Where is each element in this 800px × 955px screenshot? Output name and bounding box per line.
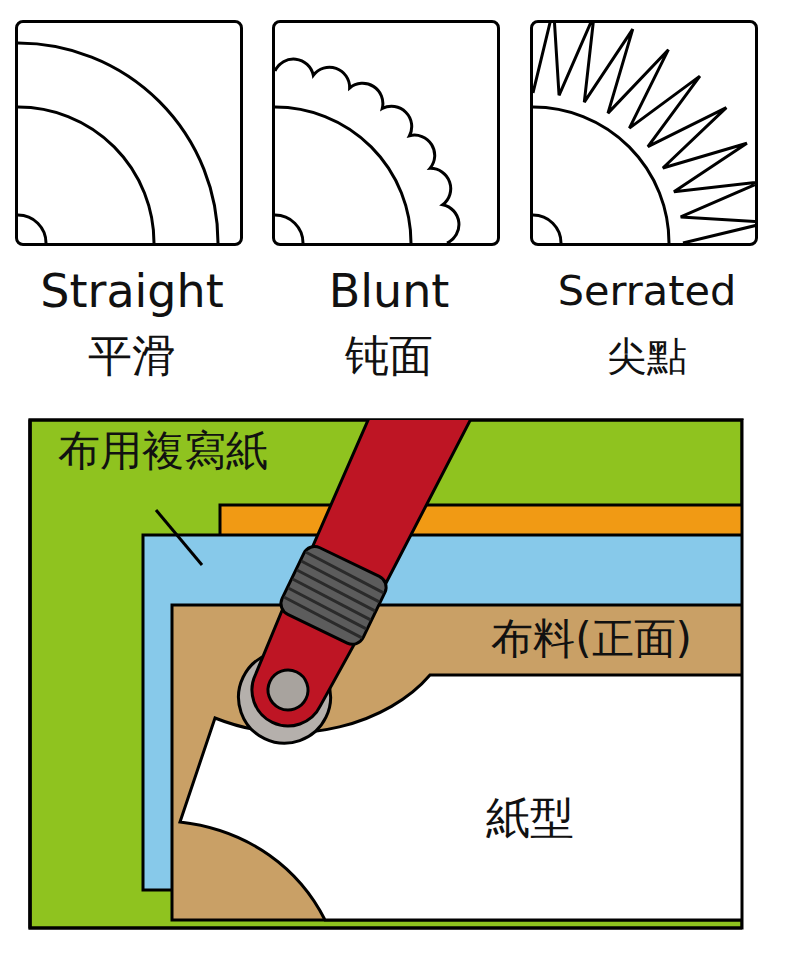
wheel-body-arc: [275, 107, 411, 243]
type-name: Straight: [0, 261, 286, 321]
orange-sheet: [220, 505, 760, 537]
wheel-hub-arc: [533, 215, 561, 243]
pattern-region: 紙型: [180, 675, 740, 920]
right-margin: [742, 420, 800, 935]
grip-windings: [283, 552, 385, 638]
wheel-body-arc: [18, 107, 154, 243]
wheel-edge: [275, 59, 459, 243]
type-caption: Blunt钝面: [235, 261, 543, 391]
wheel-edge-drawing: [18, 23, 240, 243]
fabric-sheet: [172, 605, 760, 920]
wheel-body-arc: [533, 107, 669, 243]
type-caption: Straight平滑: [0, 261, 286, 391]
fabric-region: 紙型 布料(正面): [172, 605, 760, 920]
wheel-hub-arc: [275, 215, 303, 243]
handle-grip: [277, 543, 390, 649]
grip-winding: [287, 588, 368, 629]
grip-winding: [296, 570, 377, 611]
grip-winding: [304, 552, 385, 593]
type-name-chinese: 平滑: [0, 321, 286, 391]
label-holder: 布用複寫紙: [58, 424, 268, 478]
wheel-type-box: Serrated尖點: [530, 20, 758, 246]
wheel-edge-drawing: [275, 23, 497, 243]
type-name-chinese: 尖點: [493, 321, 800, 391]
wheel-type-box: Blunt钝面: [272, 20, 500, 246]
carbon-paper-label: 布用複寫紙: [58, 424, 268, 478]
wheel-hub: [261, 663, 314, 716]
wheel-edge: [18, 43, 218, 243]
wheel-type-box: Straight平滑: [15, 20, 243, 246]
fabric-label: 布料(正面): [491, 613, 692, 665]
type-name: Serrated: [493, 261, 800, 321]
type-name: Blunt: [235, 261, 543, 321]
wheel-hub-arc: [18, 215, 46, 243]
pattern-label: 紙型: [486, 791, 574, 845]
wheel-edge: [533, 23, 755, 243]
grip-winding: [300, 561, 381, 602]
grip-winding: [283, 597, 364, 638]
grip-winding: [291, 579, 372, 620]
wheel-edge-drawing: [533, 23, 755, 243]
type-name-chinese: 钝面: [235, 321, 543, 391]
type-caption: Serrated尖點: [493, 261, 800, 391]
leader-line: [156, 510, 202, 565]
